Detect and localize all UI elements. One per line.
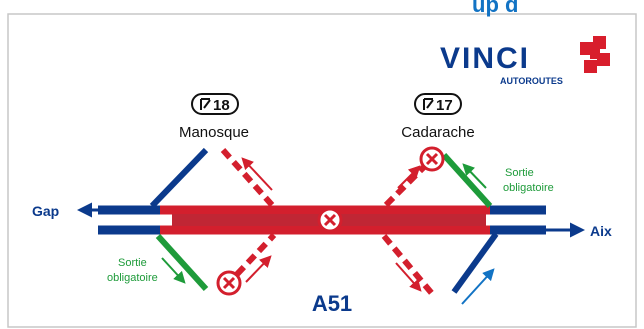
forced-exit-left-line1: Sortie: [118, 257, 147, 269]
motorway-name: A51: [312, 291, 352, 316]
vinci-logo: VINCI AUTOROUTES: [440, 36, 610, 86]
exit-18-entry-arrow: [245, 255, 272, 283]
exit-sign-icon: [423, 98, 434, 110]
exit-18-ramp-closed: [220, 148, 275, 207]
x-circle-icon: [216, 270, 242, 296]
exit-18-ramp-arrow: [241, 157, 273, 191]
forced-exit-right-line2: obligatoire: [503, 182, 554, 194]
exit-17-ramp-closed: [381, 234, 437, 298]
direction-gap-label: Gap: [32, 203, 59, 219]
exit-18-number: 18: [213, 97, 230, 114]
forced-exit-right-line1: Sortie: [505, 167, 534, 179]
exit-sign-icon: [200, 98, 211, 110]
exit-18-entry-closed: [223, 232, 277, 289]
exit-18-badge: 18: [191, 93, 239, 115]
exit-17-number: 17: [436, 97, 453, 114]
x-circle-icon: [317, 207, 343, 233]
x-circle-icon: [419, 146, 445, 172]
exit-17-forced-exit-ramp: [441, 152, 493, 209]
direction-aix-label: Aix: [590, 223, 612, 239]
brand-subline: AUTOROUTES: [500, 76, 563, 86]
brand-name: VINCI: [440, 42, 530, 75]
exit-18-onramp-open: [149, 147, 209, 209]
exit-17-onramp-arrow: [461, 268, 495, 305]
exit-18-town: Manosque: [179, 124, 249, 141]
exit-17-entry-arrow: [397, 165, 421, 189]
exit-18-forced-exit-ramp: [155, 233, 209, 292]
forced-exit-left-line2: obligatoire: [107, 272, 158, 284]
header-text: up d: [472, 0, 518, 17]
exit-17-ramp-arrow: [395, 262, 422, 292]
exit-17-badge: 17: [414, 93, 462, 115]
diagram-frame: [7, 13, 637, 328]
vinci-mark-icon: [580, 36, 610, 73]
forced-exit-left-arrow: [161, 257, 186, 284]
exit-17-town: Cadarache: [401, 124, 474, 141]
exit-17-onramp-open: [451, 232, 499, 294]
forced-exit-right-arrow: [462, 163, 487, 189]
exit-17-entry-closed: [383, 160, 431, 208]
